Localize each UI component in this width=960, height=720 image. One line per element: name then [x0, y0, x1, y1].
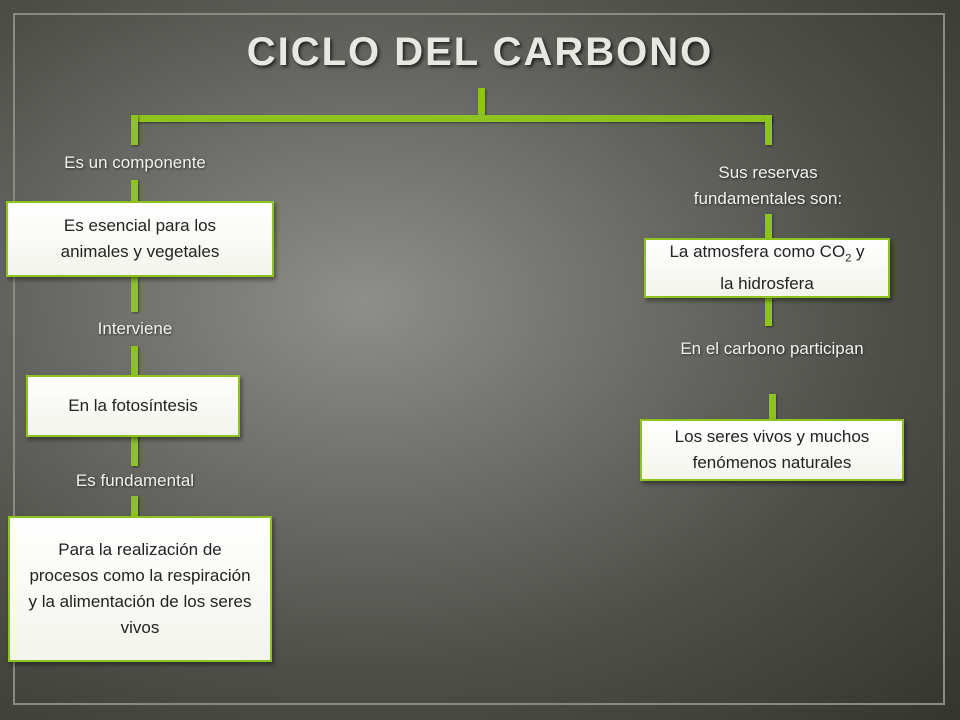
- connector-left-2: [131, 277, 138, 312]
- diagram-title: CICLO DEL CARBONO: [246, 30, 714, 74]
- box-atmosfera: La atmosfera como CO2 y la hidrosfera: [644, 238, 890, 298]
- label-interviene: Interviene: [97, 319, 173, 338]
- connector-left-4: [131, 436, 138, 466]
- box-seres-vivos-text: Los seres vivos y muchos fenómenos natur…: [674, 427, 870, 472]
- box-realizacion-text: Para la realización de procesos como la …: [28, 540, 252, 637]
- box-atmosfera-pre: La atmosfera como CO: [669, 241, 846, 261]
- label-es-fundamental: Es fundamental: [75, 471, 195, 490]
- box-fotosintesis-text: En la fotosíntesis: [68, 396, 198, 415]
- connector-left-drop: [131, 115, 138, 145]
- box-atmosfera-text: La atmosfera como CO2 y la hidrosfera: [662, 239, 872, 297]
- connector-right-1: [765, 214, 772, 240]
- box-realizacion: Para la realización de procesos como la …: [8, 516, 272, 662]
- label-es-un-componente: Es un componente: [64, 153, 206, 172]
- box-atmosfera-sub: 2: [845, 252, 852, 265]
- connector-right-2: [765, 296, 772, 326]
- box-fotosintesis: En la fotosíntesis: [26, 375, 240, 437]
- connector-left-3: [131, 346, 138, 376]
- connector-left-5: [131, 496, 138, 516]
- connector-right-drop: [765, 115, 772, 145]
- connector-title-stem: [478, 88, 485, 118]
- connector-left-1: [131, 180, 138, 204]
- box-atmosfera-post: y la hidrosfera: [720, 241, 865, 294]
- label-en-el-carbono: En el carbono participan: [680, 339, 864, 358]
- box-seres-vivos: Los seres vivos y muchos fenómenos natur…: [640, 419, 904, 481]
- box-esencial: Es esencial para los animales y vegetale…: [6, 201, 274, 277]
- box-esencial-text: Es esencial para los animales y vegetale…: [60, 216, 220, 261]
- label-sus-reservas: Sus reservas fundamentales son:: [693, 163, 843, 208]
- connector-right-3: [769, 394, 776, 420]
- connector-top-bar: [131, 115, 772, 122]
- slide-frame: [13, 13, 945, 705]
